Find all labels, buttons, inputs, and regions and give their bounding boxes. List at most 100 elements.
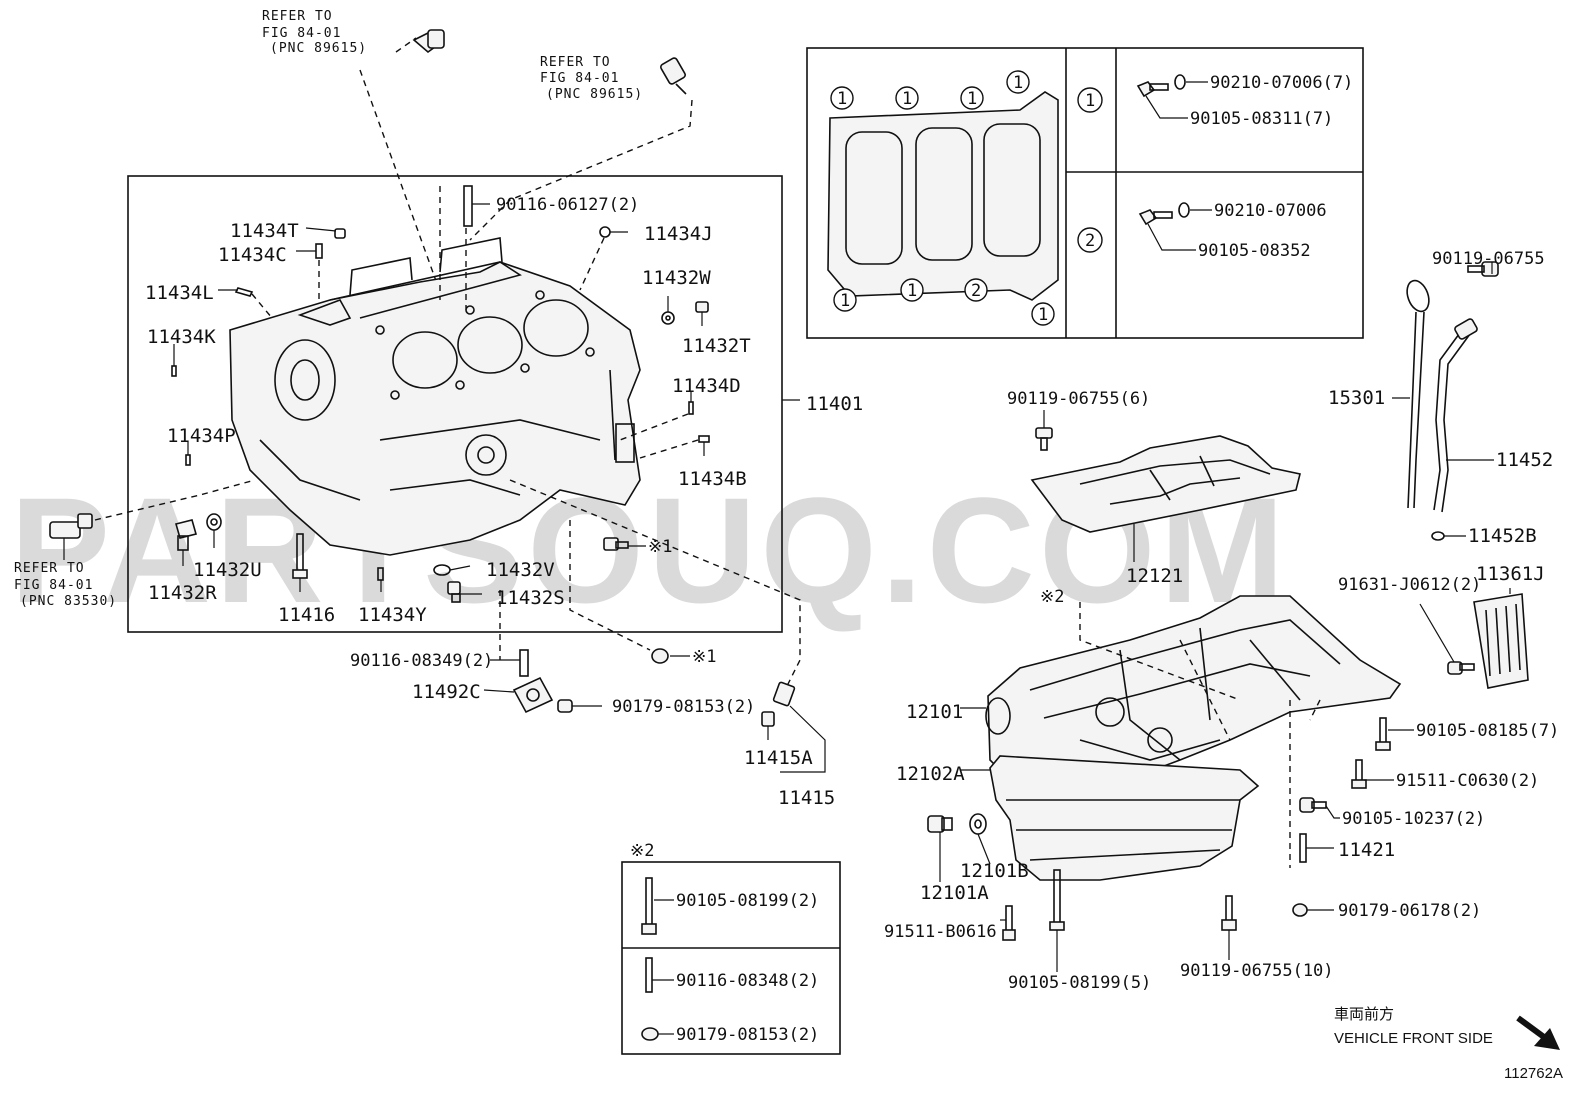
note2-item3: 90179-08153(2) [676, 1025, 819, 1045]
strainer-11361J [1473, 588, 1529, 689]
drain-cock-11415 [761, 681, 826, 773]
note2-item1: 90105-08199(2) [676, 891, 819, 911]
bolt-91631-J0612 [1419, 603, 1475, 675]
gasket-circle-1e: 1 [840, 291, 850, 311]
direction-arrow-icon [1516, 1015, 1560, 1050]
label-91511-B0616: 91511-B0616 [884, 922, 997, 942]
label-91511-C0630: 91511-C0630(2) [1396, 771, 1539, 791]
gasket-circle-1c: 1 [967, 89, 977, 109]
label-12101A: 12101A [920, 882, 989, 904]
nut-90179-08153 [557, 699, 602, 713]
plug-11432S [447, 581, 482, 603]
gasket-11492C [483, 676, 554, 714]
gasket-circle-1f: 1 [907, 281, 917, 301]
sensor-mid [660, 57, 687, 95]
pin-11434K [171, 344, 177, 377]
label-11434K: 11434K [147, 326, 216, 348]
label-11432W: 11432W [642, 267, 711, 289]
bolt-11416 [292, 533, 308, 592]
label-11492C: 11492C [412, 681, 481, 703]
bolt-90119-06755-10 [1221, 895, 1237, 960]
label-11432V: 11432V [486, 559, 555, 581]
legend-row2-circle: 2 [1085, 231, 1095, 251]
direction-label-jp: 車両前方 [1334, 1006, 1394, 1023]
refer-note-left: REFER TO FIG 84-01 (PNC 83530) [14, 561, 117, 609]
plug-11434T [305, 227, 346, 239]
gasket-legend-box: 1 1 1 1 1 1 2 1 1 90210-07006(7) 90105-0… [806, 47, 1364, 339]
label-12101B: 12101B [960, 860, 1029, 882]
label-90105-10237: 90105-10237(2) [1342, 809, 1485, 829]
label-12102A: 12102A [896, 763, 965, 785]
label-11432R: 11432R [148, 582, 217, 604]
pin-11434D [688, 392, 694, 415]
label-11434Y: 11434Y [358, 604, 427, 626]
pin-11434B [698, 435, 710, 456]
refer-note-top-line3: (PNC 89615) [270, 41, 367, 56]
legend-row2-part-b: 90105-08352 [1198, 241, 1311, 261]
o-ring-11452B [1431, 531, 1466, 541]
refer-note-top: REFER TO FIG 84-01 (PNC 89615) [262, 9, 367, 56]
label-90116-08349: 90116-08349(2) [350, 651, 493, 671]
knock-sensor [49, 513, 93, 560]
legend-row2-part-a: 90210-07006 [1214, 201, 1327, 221]
oil-level-gauge-guide-11452 [1433, 318, 1494, 513]
label-mark1-upper: ※1 [648, 537, 672, 557]
cylinder-block [229, 237, 641, 556]
label-11434D: 11434D [672, 375, 741, 397]
refer-note-left-line2: FIG 84-01 [14, 578, 93, 593]
label-90179-06178: 90179-06178(2) [1338, 901, 1481, 921]
bolt-91511-C0630 [1351, 759, 1394, 789]
label-15301: 15301 [1328, 387, 1385, 409]
label-90119-06755-10: 90119-06755(10) [1180, 961, 1334, 981]
washer-11432U [206, 513, 222, 548]
label-12121: 12121 [1126, 565, 1183, 587]
refer-note-top-line1: REFER TO [262, 9, 333, 24]
bolt-90105-08199-5 [1049, 869, 1065, 972]
bolt-90119-06755-guide [1467, 261, 1499, 277]
label-90119-06755-6: 90119-06755(6) [1007, 389, 1150, 409]
bolt-11432T [695, 301, 709, 326]
label-11401: 11401 [806, 393, 863, 415]
bolt-90119-06755-6 [1035, 410, 1053, 451]
label-11361J: 11361J [1476, 563, 1545, 585]
direction-label-en: VEHICLE FRONT SIDE [1334, 1030, 1493, 1047]
gasket-12101B [969, 813, 991, 865]
drain-plug-12101A [927, 815, 953, 882]
refer-note-mid-line1: REFER TO [540, 55, 611, 70]
label-90105-08199-5: 90105-08199(5) [1008, 973, 1151, 993]
pin-11434P [185, 442, 191, 466]
note2-box [621, 861, 841, 1055]
label-11434L: 11434L [145, 282, 214, 304]
nut-mark1-lower [651, 648, 690, 664]
label-90179-08153: 90179-08153(2) [612, 697, 755, 717]
note2-title: ※2 [630, 841, 654, 861]
figure-id: 112762A [1504, 1065, 1563, 1082]
refer-note-left-line3: (PNC 83530) [20, 594, 117, 609]
label-11434J: 11434J [644, 223, 713, 245]
pin-11434Y [377, 567, 384, 592]
label-90105-08185: 90105-08185(7) [1416, 721, 1559, 741]
refer-note-mid-line2: FIG 84-01 [540, 71, 619, 86]
label-mark1-lower: ※1 [692, 647, 716, 667]
label-11415: 11415 [778, 787, 835, 809]
oil-pan-upper [960, 595, 1402, 791]
gasket-circle-2a: 2 [971, 281, 981, 301]
gasket-circle-1a: 1 [837, 89, 847, 109]
legend-row1-circle: 1 [1085, 91, 1095, 111]
label-11452B: 11452B [1468, 525, 1537, 547]
label-11434B: 11434B [678, 468, 747, 490]
gasket-circle-1d: 1 [1013, 73, 1023, 93]
gasket-circle-1b: 1 [902, 89, 912, 109]
label-11432S: 11432S [496, 587, 565, 609]
label-91631-J0612: 91631-J0612(2) [1338, 575, 1481, 595]
label-11452: 11452 [1496, 449, 1553, 471]
legend-row1-part-a: 90210-07006(7) [1210, 73, 1353, 93]
gasket-circle-1g: 1 [1038, 305, 1048, 325]
refer-note-mid-line3: (PNC 89615) [546, 87, 643, 102]
oil-baffle-plate [1030, 435, 1301, 562]
note2-item2: 90116-08348(2) [676, 971, 819, 991]
label-11434T: 11434T [230, 220, 299, 242]
plug-11432R [175, 519, 197, 566]
nut-90179-06178 [1292, 903, 1334, 917]
